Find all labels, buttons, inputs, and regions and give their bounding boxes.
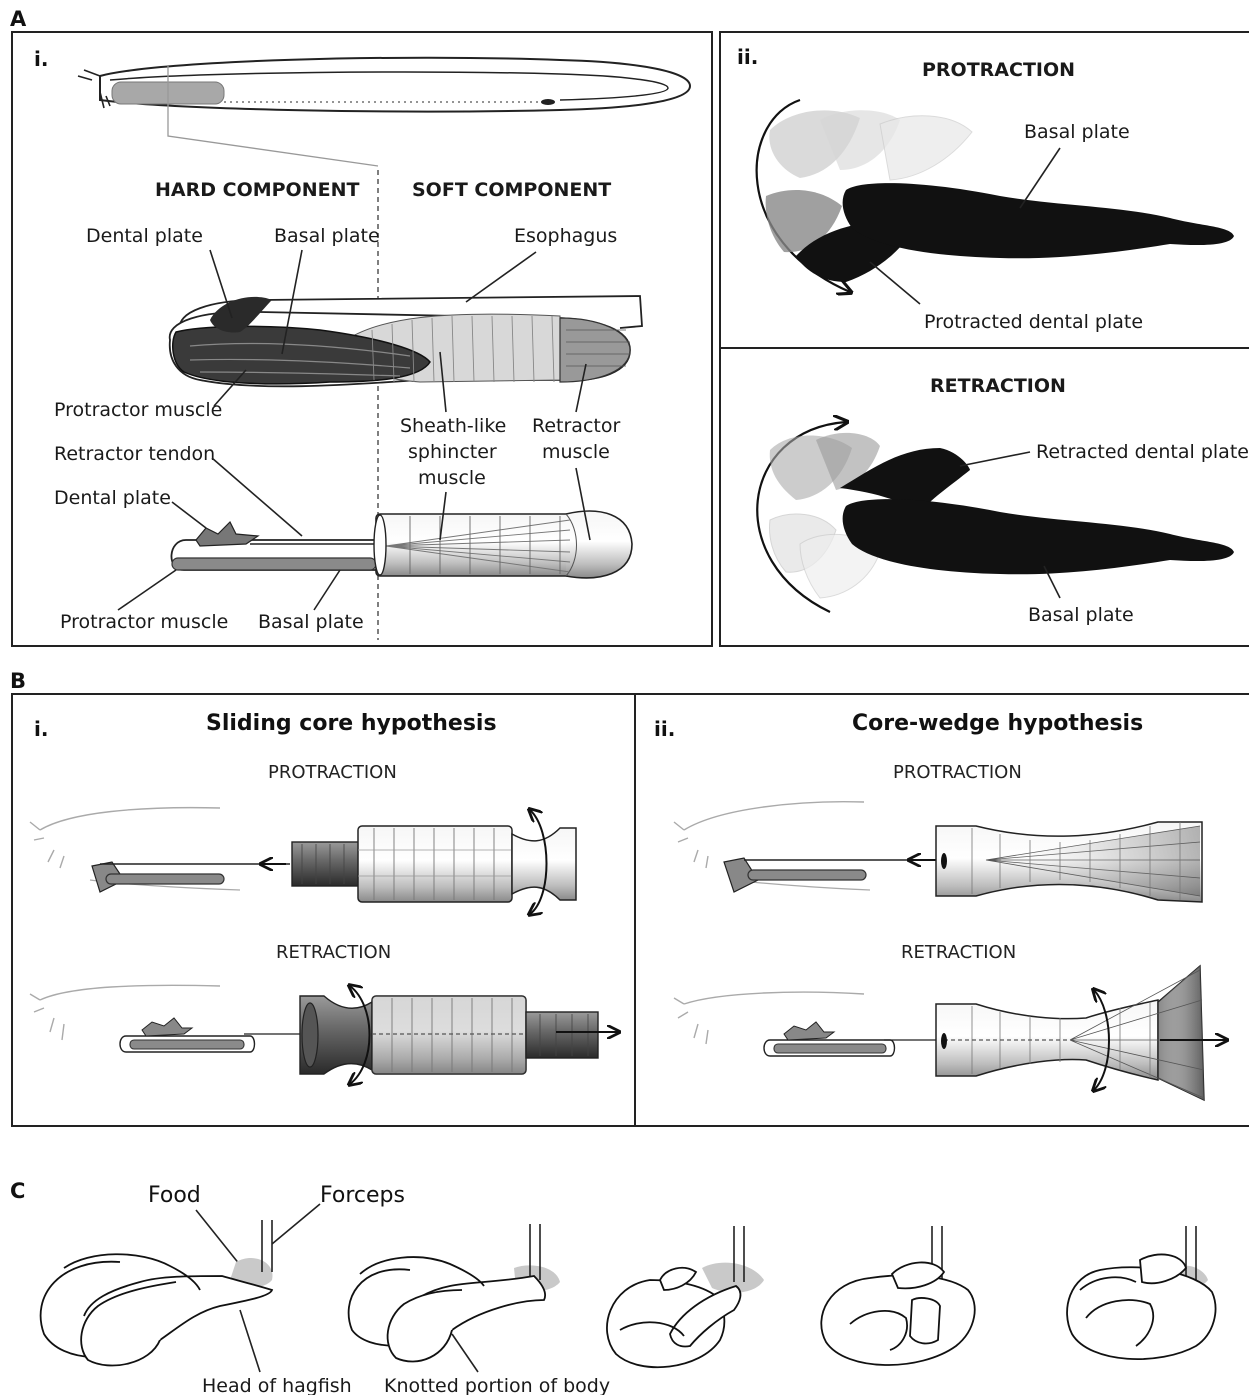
leader-knotted-portion (452, 1334, 478, 1372)
panel-label-b: B (10, 669, 26, 693)
sliding-protraction-label: PROTRACTION (268, 762, 397, 783)
label-protractor-muscle-bottom: Protractor muscle (60, 611, 228, 633)
label-sheath-like: Sheath-like (400, 415, 506, 437)
label-basal-plate-top: Basal plate (274, 225, 380, 247)
label-dental-plate-bottom: Dental plate (54, 487, 171, 509)
protraction-heading: PROTRACTION (922, 59, 1075, 81)
label-protractor-muscle-top: Protractor muscle (54, 399, 222, 421)
leader-basal-plate-bottom (314, 570, 340, 610)
label-sphincter: sphincter (408, 441, 497, 463)
label-retractor-tendon: Retractor tendon (54, 443, 215, 465)
wedge-retraction-label: RETRACTION (901, 942, 1016, 963)
label-retraction-basal-plate: Basal plate (1028, 604, 1134, 626)
panel-b-frame (12, 694, 1249, 1126)
panel-label-bii: ii. (654, 717, 675, 741)
label-forceps: Forceps (320, 1183, 405, 1208)
leader-esophagus (466, 252, 536, 302)
label-dental-plate-top: Dental plate (86, 225, 203, 247)
label-esophagus: Esophagus (514, 225, 617, 247)
core-wedge-retraction-diagram (674, 966, 1226, 1100)
sliding-core-title: Sliding core hypothesis (206, 711, 497, 736)
label-protraction-basal-plate: Basal plate (1024, 121, 1130, 143)
knot-stage-3 (607, 1226, 764, 1367)
knot-stage-5 (1067, 1226, 1215, 1359)
leader-protraction-basal-plate (1020, 148, 1060, 208)
label-head-of-hagfish: Head of hagfish (202, 1375, 352, 1395)
leader-food (196, 1210, 244, 1270)
core-wedge-protraction-diagram (674, 802, 1202, 902)
protraction-diagram (757, 100, 1234, 292)
leader-head-of-hagfish (240, 1310, 260, 1372)
knot-stage-2 (349, 1224, 560, 1362)
leader-dental-plate-bottom (172, 502, 206, 528)
label-retracted-dental-plate: Retracted dental plate (1036, 441, 1249, 463)
label-protracted-dental-plate: Protracted dental plate (924, 311, 1143, 333)
label-sphincter-muscle: muscle (418, 467, 486, 489)
hard-component-heading: HARD COMPONENT (155, 179, 359, 201)
sliding-retraction-label: RETRACTION (276, 942, 391, 963)
knot-stage-4 (821, 1226, 974, 1365)
leader-retracted-dental-plate (960, 452, 1030, 466)
sliding-core-protraction-diagram (30, 808, 576, 914)
panel-label-aii: ii. (737, 45, 758, 69)
label-retractor-muscle: muscle (542, 441, 610, 463)
panel-label-ai: i. (34, 47, 48, 71)
leader-forceps (272, 1204, 320, 1244)
leader-retractor-tendon (212, 458, 302, 536)
label-knotted-portion: Knotted portion of body (384, 1375, 610, 1395)
panel-label-bi: i. (34, 717, 48, 741)
sliding-core-retraction-diagram (30, 985, 618, 1084)
leader-protracted-dental-plate (870, 262, 920, 304)
core-wedge-title: Core-wedge hypothesis (852, 711, 1143, 736)
hagfish-body-outline (78, 58, 690, 112)
feeding-apparatus-drawing (170, 296, 642, 386)
knot-stage-1 (41, 1220, 273, 1366)
panel-label-a: A (10, 7, 27, 31)
wedge-protraction-label: PROTRACTION (893, 762, 1022, 783)
leader-protractor-muscle-bottom (118, 570, 176, 610)
retraction-heading: RETRACTION (930, 375, 1066, 397)
panel-label-c: C (10, 1179, 25, 1203)
soft-component-heading: SOFT COMPONENT (412, 179, 611, 201)
label-food: Food (148, 1183, 201, 1208)
feeding-apparatus-schematic (171, 511, 632, 578)
label-basal-plate-bottom: Basal plate (258, 611, 364, 633)
label-retractor: Retractor (532, 415, 620, 437)
